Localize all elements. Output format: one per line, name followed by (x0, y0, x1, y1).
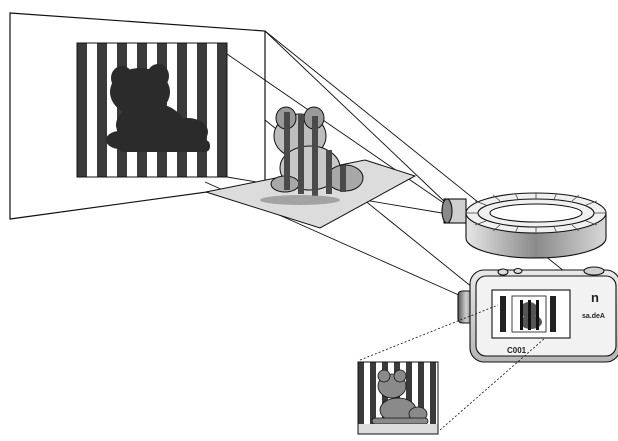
frog-shadow-silhouette (106, 64, 210, 152)
captured-frog (371, 369, 429, 425)
digital-camera: n sa.deA C001 (457, 266, 618, 363)
shutter-button (497, 268, 509, 276)
ring-light-projector (441, 192, 607, 259)
camera-top-glyph: n (591, 290, 599, 305)
camera-screen-stripes (500, 295, 556, 333)
back-projection-screen (9, 12, 266, 220)
capture-link-lines (359, 304, 546, 431)
power-button (583, 266, 605, 276)
ring-light-segments (466, 192, 606, 234)
camera-model-text: C001 (507, 346, 527, 355)
captured-image (357, 361, 439, 435)
camera-side-text: sa.deA (582, 313, 605, 320)
frog-object (260, 106, 364, 205)
